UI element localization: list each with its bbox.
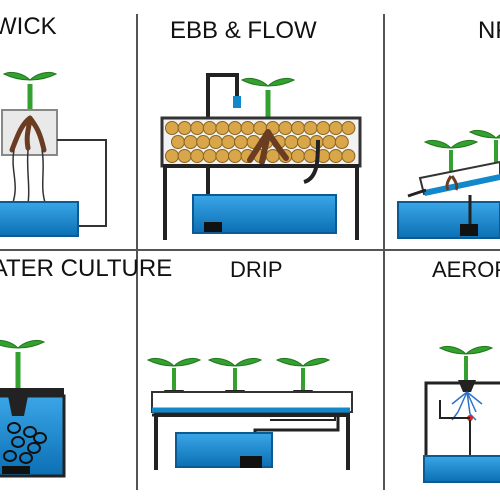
pebble	[291, 121, 305, 135]
pebble	[303, 149, 318, 163]
panel-wick: WICK	[0, 13, 107, 237]
pebble	[322, 135, 337, 149]
pebble	[228, 121, 242, 135]
pebble	[208, 135, 223, 149]
raft-lid	[0, 388, 64, 396]
panel-label-ebb-flow: EBB & FLOW	[170, 17, 317, 44]
pebble	[221, 135, 236, 149]
pebble	[328, 121, 343, 135]
pebble	[190, 149, 205, 163]
pebble	[177, 121, 192, 135]
air-stone-icon	[2, 466, 30, 474]
table-frame	[154, 413, 350, 470]
panel-label-wick: WICK	[0, 13, 57, 40]
pebble	[171, 135, 185, 149]
air-bubble	[11, 436, 25, 448]
pebble	[278, 121, 293, 135]
panel-label-aeroponics: AEROPONICS	[432, 257, 500, 282]
panel-label-water-culture: WATER CULTURE	[0, 255, 172, 282]
panel-nft: NFT	[397, 17, 500, 239]
pebble	[341, 121, 356, 135]
suspended-roots	[451, 391, 483, 421]
pebble	[265, 149, 280, 163]
pebble	[316, 121, 331, 135]
plant-roots	[247, 129, 289, 165]
pebble	[165, 149, 179, 163]
panel-ebb-flow: EBB & FLOW	[160, 17, 362, 240]
pebble	[234, 135, 248, 149]
net-pot	[8, 396, 28, 416]
pump-icon	[240, 456, 262, 468]
plant-seedling-icon	[0, 339, 45, 392]
pebble	[215, 121, 230, 135]
return-line	[270, 415, 336, 421]
pump-icon	[204, 222, 222, 232]
table-frame	[163, 164, 359, 240]
panel-label-drip: DRIP	[230, 257, 283, 282]
pebble	[202, 149, 217, 163]
growing-medium-pebbles	[165, 121, 356, 163]
air-bubble	[7, 422, 21, 434]
air-bubble	[33, 432, 47, 444]
pebble	[183, 135, 198, 149]
panel-aeroponics: AEROPONICS	[423, 257, 500, 483]
net-pot	[458, 380, 476, 392]
pebble	[177, 149, 192, 163]
pebble	[215, 149, 230, 163]
pebble	[328, 149, 343, 163]
nft-channel	[418, 160, 500, 196]
pump-icon	[460, 224, 478, 236]
water-reservoir-icon	[397, 201, 500, 239]
air-bubble	[23, 426, 37, 438]
pebble	[303, 121, 318, 135]
panel-label-nft: NFT	[478, 17, 500, 44]
pebble	[284, 135, 299, 149]
pebble	[196, 135, 211, 149]
water-reservoir-icon	[0, 201, 79, 237]
pebble	[291, 149, 305, 163]
pebble	[240, 121, 255, 135]
pebble	[190, 121, 205, 135]
plant-seedling-icon	[439, 345, 493, 384]
chamber-wall	[424, 381, 500, 470]
pebble	[297, 135, 311, 149]
plant-roots	[9, 115, 47, 153]
pebble	[228, 149, 242, 163]
panel-drip: DRIP	[147, 257, 353, 470]
grid-dividers	[0, 14, 500, 490]
air-line	[57, 139, 107, 227]
pebble	[341, 149, 356, 163]
pebble	[202, 121, 217, 135]
spray-line	[439, 400, 470, 419]
water-reservoir-icon	[423, 455, 500, 483]
air-bubbles	[3, 422, 47, 464]
pebble	[165, 121, 179, 135]
pebble	[334, 135, 349, 149]
air-bubble	[3, 450, 17, 462]
air-bubble	[19, 452, 33, 464]
plant-roots	[445, 175, 459, 191]
panel-water-culture: WATER CULTURE	[0, 255, 172, 478]
air-bubble	[27, 442, 41, 454]
